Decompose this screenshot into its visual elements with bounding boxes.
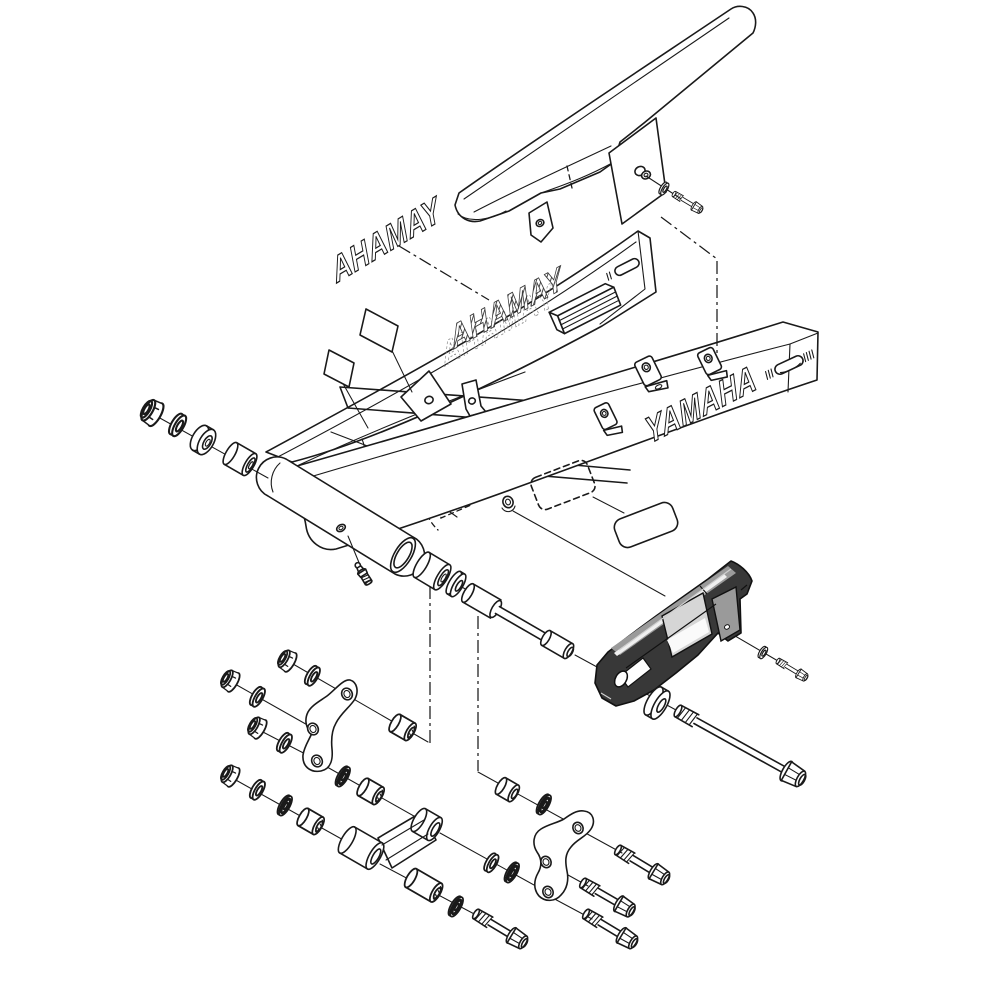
tensioner-bracket-face [711, 585, 741, 643]
grease-nipple [354, 561, 373, 586]
label-outline-dashed [530, 459, 596, 511]
tensioner-mount-grommet [501, 495, 516, 513]
swingarm-near-beam [282, 321, 819, 551]
tensioner-clamp-bore [613, 670, 629, 688]
tensioner-hardware [643, 644, 811, 788]
pivot-hardware-left [135, 395, 258, 477]
connecting-plate-left [302, 679, 358, 773]
chain-case [454, 5, 757, 243]
pivot-tube [255, 456, 426, 577]
adjuster-slot [765, 349, 815, 380]
label-sticker [613, 501, 679, 549]
pivot-shaft-group [412, 551, 575, 660]
label-plate-1 [359, 308, 399, 353]
pivot-end-cap [189, 424, 217, 456]
label-plate-2 [323, 349, 355, 388]
pivot-shaft [460, 582, 575, 660]
far-beam-slot [606, 257, 640, 281]
pivot-bushing-right [412, 551, 452, 591]
tensioner-bolt-hole [724, 624, 730, 630]
swingarm [255, 230, 819, 577]
linkage-cluster [216, 646, 674, 953]
gusset-plate-left [400, 370, 452, 422]
chain-tensioner [594, 560, 753, 707]
tensioner-axle-bolt [673, 704, 807, 788]
grease-hole [335, 523, 347, 533]
mount-tab-a [593, 402, 624, 437]
axle-washer [643, 686, 671, 720]
mount-tab-b [633, 355, 669, 393]
mount-tab-c [696, 346, 729, 382]
relay-arm [337, 807, 444, 871]
swingarm-far-beam [265, 230, 657, 463]
pivot-bushing-left [222, 441, 258, 477]
chain-slider-pad [548, 282, 622, 335]
thrust-cover [445, 570, 467, 598]
decal-plates [323, 308, 679, 549]
